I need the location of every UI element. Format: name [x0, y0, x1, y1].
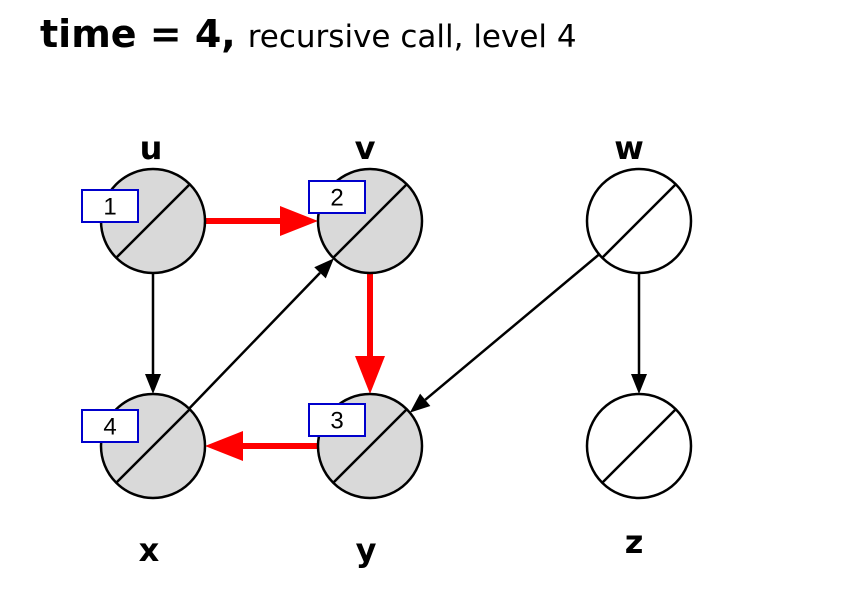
slide-title: time = 4, recursive call, level 4 [40, 12, 577, 56]
node-label-v: v [355, 129, 376, 167]
node-label-w: w [614, 129, 644, 167]
discovery-time-label: 1 [103, 194, 116, 221]
discovery-time-label: 3 [330, 408, 343, 435]
node-z [585, 392, 693, 500]
node-label-x: x [139, 531, 160, 569]
discovery-time-x: 4 [81, 409, 139, 443]
edge-y-x [205, 431, 318, 461]
discovery-time-y: 3 [308, 403, 366, 437]
discovery-time-v: 2 [308, 180, 366, 214]
node-w [585, 167, 693, 275]
discovery-time-u: 1 [81, 189, 139, 223]
discovery-time-label: 4 [103, 414, 116, 441]
call-description: recursive call, level 4 [247, 19, 577, 55]
edge-v-y [355, 273, 385, 394]
discovery-time-label: 2 [330, 185, 343, 212]
node-label-z: z [625, 523, 644, 561]
edge-u-x [145, 273, 161, 394]
edge-w-z [631, 273, 647, 394]
edge-u-v [205, 206, 318, 236]
edge-w-y [409, 253, 600, 413]
node-label-u: u [140, 129, 163, 167]
edge-x-v [188, 258, 334, 410]
node-label-y: y [356, 531, 377, 569]
time-step: time = 4, [40, 12, 236, 56]
